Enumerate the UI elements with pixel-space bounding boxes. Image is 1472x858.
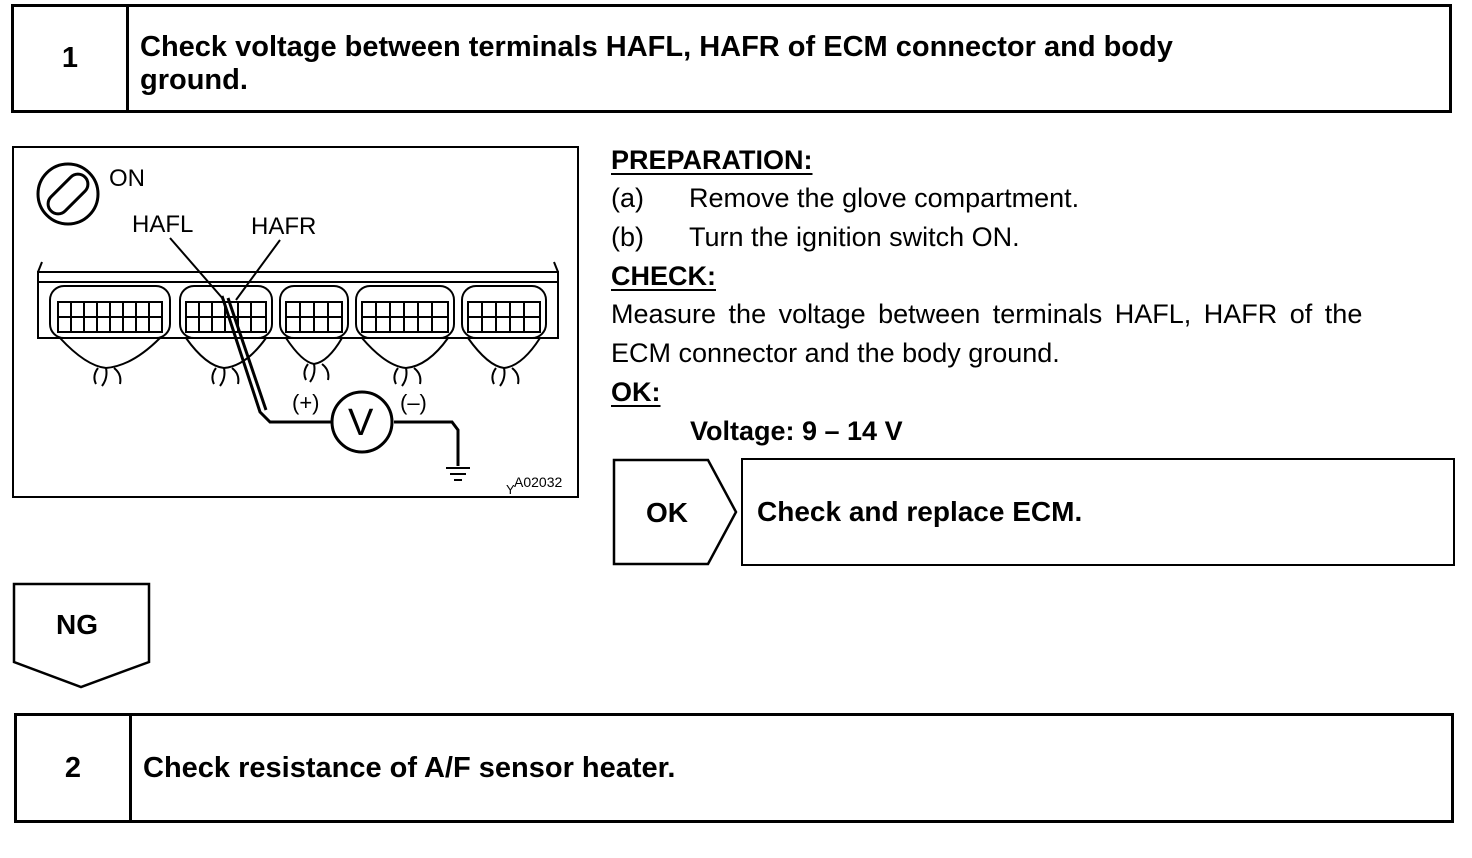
connector-3: [279, 285, 349, 383]
connector-1: [49, 285, 171, 387]
step-1-box: 1 Check voltage between terminals HAFL, …: [11, 4, 1452, 113]
step-1-title: Check voltage between terminals HAFL, HA…: [140, 31, 1435, 97]
check-heading: CHECK:: [611, 261, 716, 291]
preparation-heading: PREPARATION:: [611, 145, 813, 175]
check-line-1: Measure the voltage between terminals HA…: [611, 299, 1363, 329]
connector-2: [179, 285, 273, 387]
terminal-hafl-label: HAFL: [132, 211, 193, 238]
step-b-text: Turn the ignition switch ON.: [689, 222, 1020, 252]
step-1-number: 1: [14, 7, 129, 110]
step-a-marker: (a): [611, 183, 644, 213]
step-1-title-line2: ground.: [140, 64, 248, 96]
connector-4: [355, 285, 455, 387]
connector-5: [461, 285, 547, 387]
ok-spec: Voltage: 9 – 14 V: [690, 416, 903, 446]
check-line-2: ECM connector and the body ground.: [611, 338, 1060, 368]
ok-arrow-box: OK: [612, 458, 738, 566]
ok-label: OK: [646, 497, 688, 528]
probe-positive-label: (+): [292, 390, 320, 415]
probe-leads: [220, 295, 460, 466]
ecm-body: [37, 261, 559, 339]
terminal-leader-lines: [169, 237, 281, 301]
ignition-switch-icon: [36, 162, 100, 226]
ecm-connector-group: [49, 285, 547, 387]
ok-action-text: Check and replace ECM.: [757, 496, 1083, 527]
ecm-connector-diagram: ON HAFL HAFR: [36, 162, 562, 497]
preparation-step-b: (b) Turn the ignition switch ON.: [611, 218, 1457, 257]
step-1-title-line1: Check voltage between terminals HAFL, HA…: [140, 31, 1173, 63]
step-2-number: 2: [17, 716, 132, 820]
ignition-on-label: ON: [109, 165, 145, 192]
step-b-marker: (b): [611, 222, 644, 252]
step-2-title: Check resistance of A/F sensor heater.: [143, 752, 676, 784]
voltmeter-symbol: V: [348, 402, 374, 444]
figure-code-prefix: Y: [506, 482, 515, 496]
body-ground-icon: [446, 467, 470, 481]
preparation-step-a: (a) Remove the glove compartment.: [611, 179, 1457, 218]
step-a-text: Remove the glove compartment.: [689, 183, 1080, 213]
ecm-connector-figure: ON HAFL HAFR: [12, 146, 579, 498]
procedure-section: PREPARATION: (a) Remove the glove compar…: [611, 141, 1457, 451]
ng-arrow-box: NG: [12, 582, 151, 689]
ok-action-box: Check and replace ECM.: [741, 458, 1455, 566]
probe-negative-label: (–): [400, 390, 427, 415]
figure-code: A02032: [514, 474, 562, 490]
ok-heading: OK:: [611, 377, 661, 407]
ng-label: NG: [56, 609, 98, 640]
step-2-box: 2 Check resistance of A/F sensor heater.: [14, 713, 1454, 823]
terminal-hafr-label: HAFR: [251, 213, 316, 240]
voltmeter-icon: V: [330, 390, 394, 454]
